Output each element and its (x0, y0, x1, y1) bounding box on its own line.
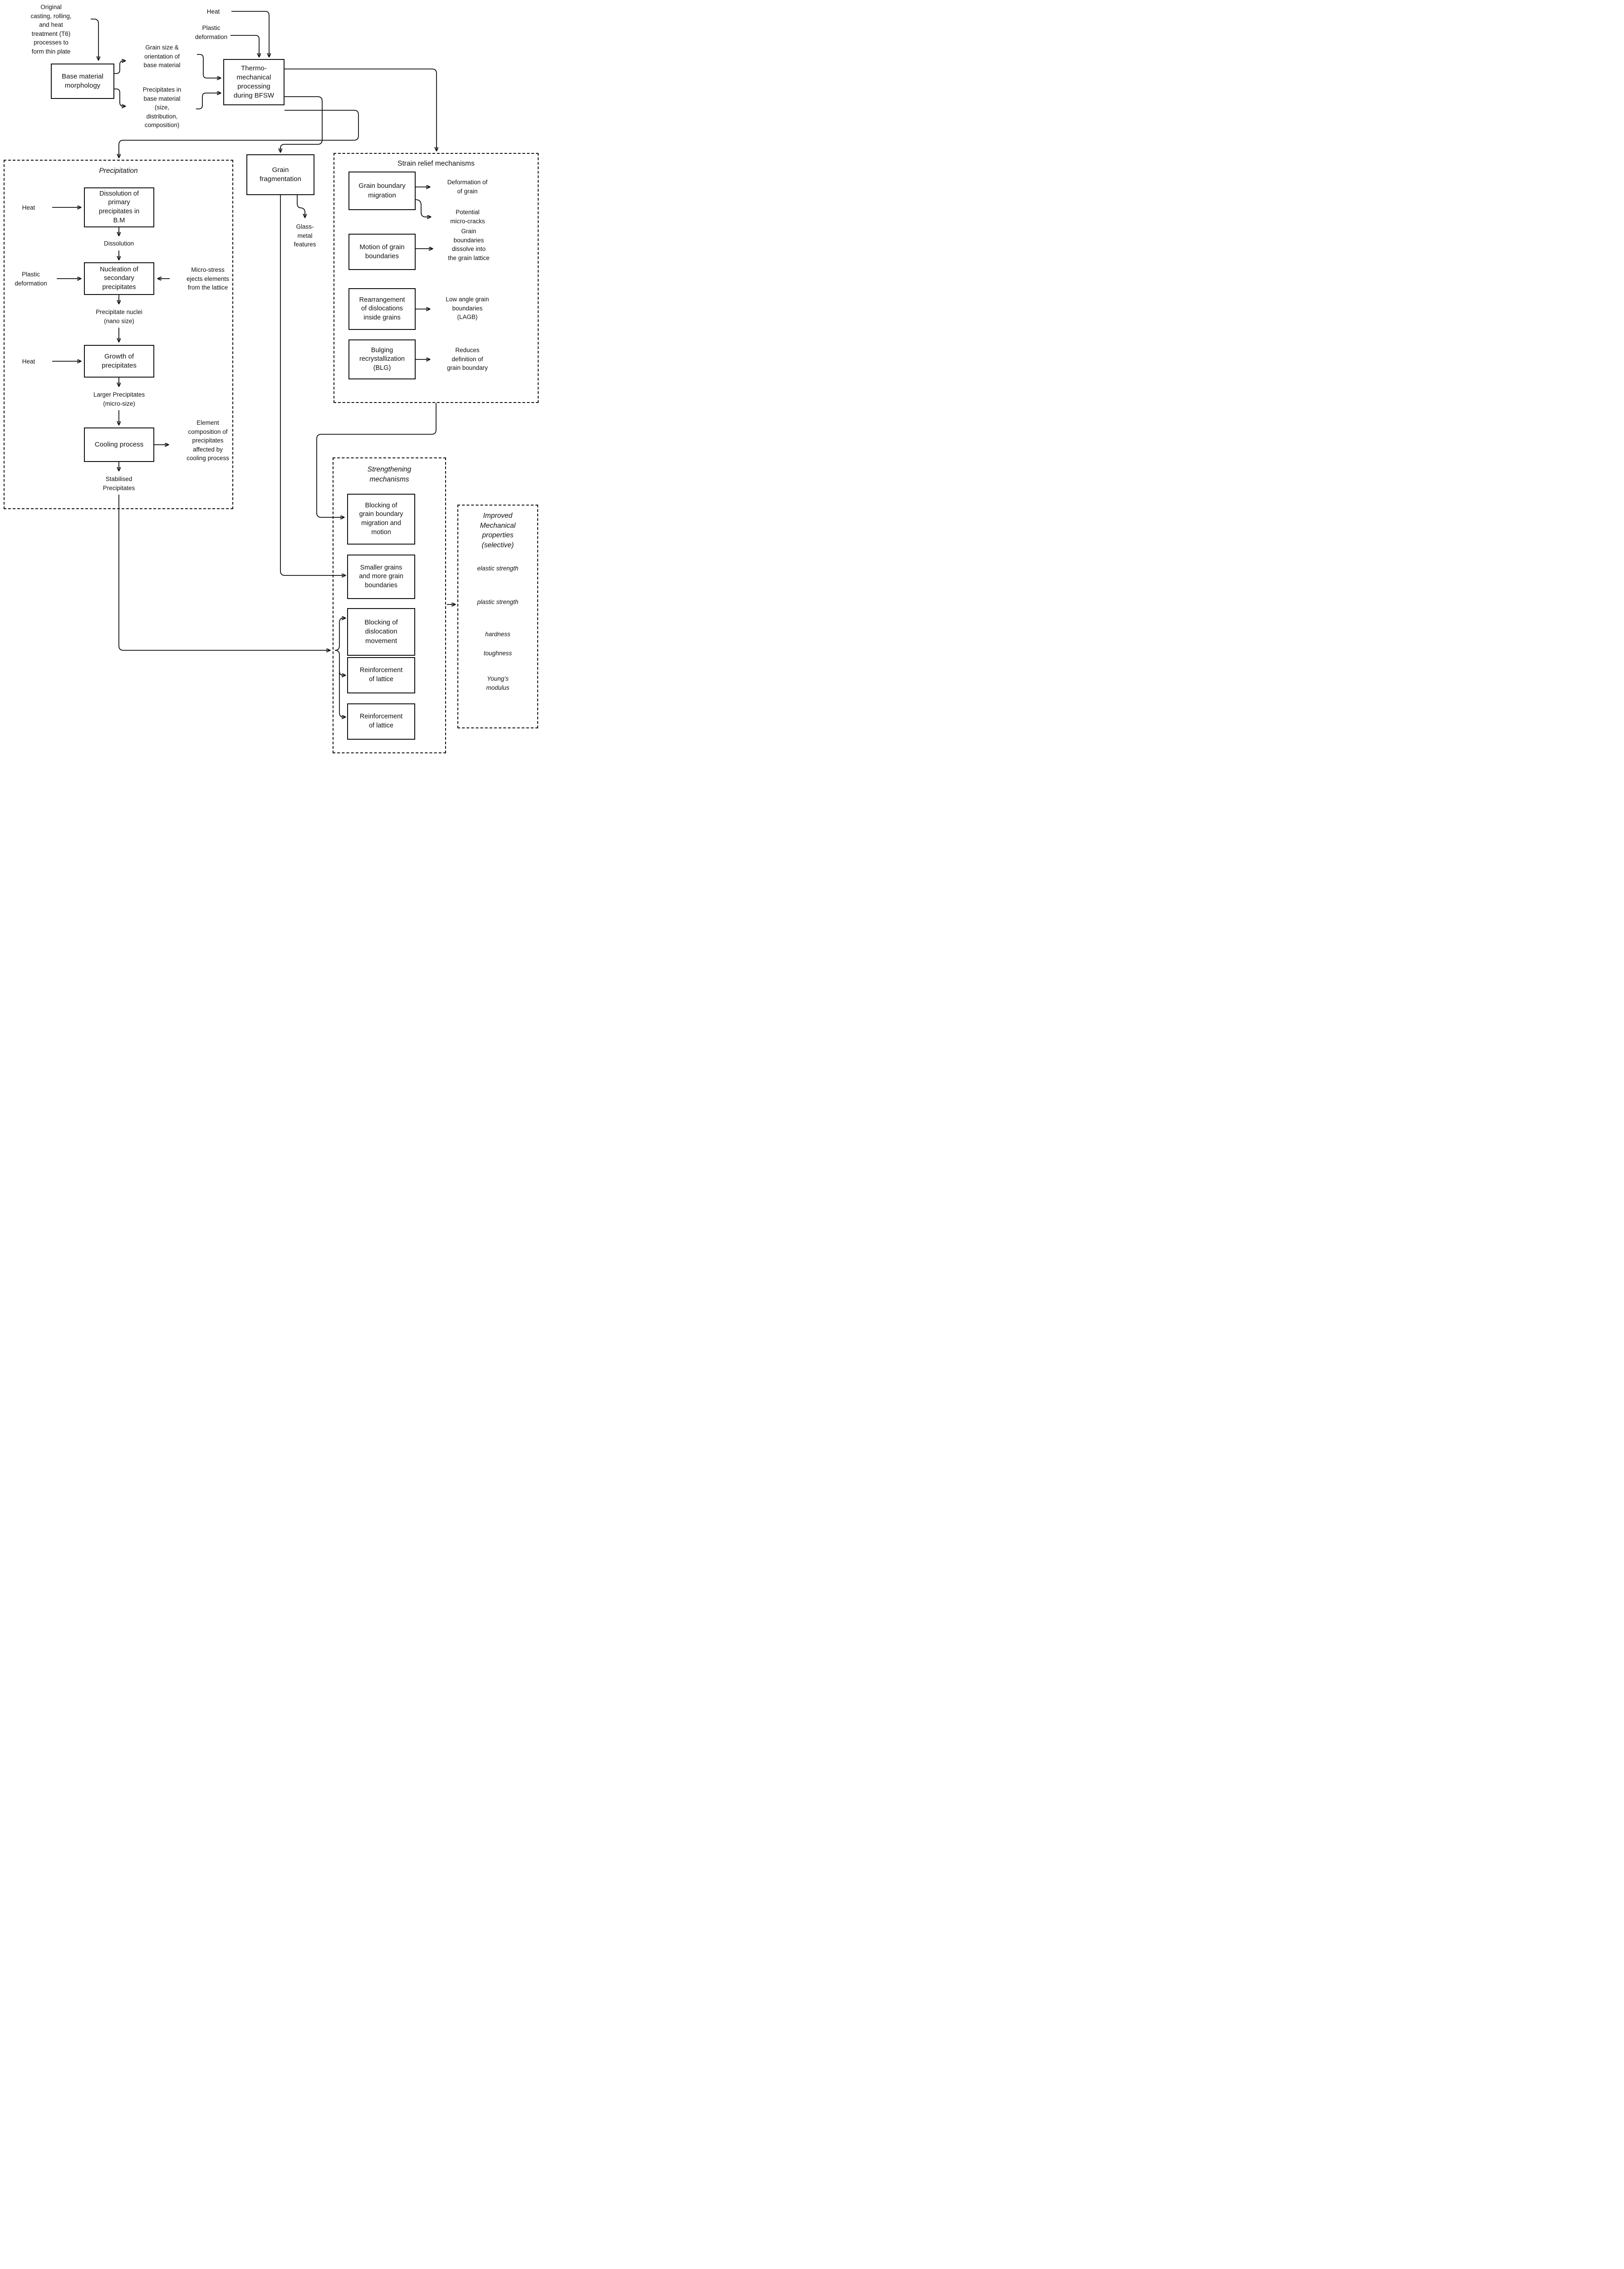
stabilised-precipitates-label: Stabilised Precipitates (103, 476, 135, 491)
larger-precipitates-label: Larger Precipitates (micro-size) (93, 391, 145, 407)
grain-boundary-migration-box: Grain boundary migration (348, 172, 416, 210)
reinforcement-lattice-box-2: Reinforcement of lattice (347, 703, 415, 740)
plastic-deformation-label: Plastic deformation (15, 271, 47, 287)
precipitates-note: Precipitates in base material (size, dis… (142, 86, 182, 129)
property-plastic: plastic strength (477, 599, 519, 605)
flowchart-canvas: Original casting, rolling, and heat trea… (0, 0, 541, 759)
nucleation-box: Nucleation of secondary precipitates (84, 262, 154, 295)
property-toughness: toughness (483, 650, 512, 657)
strain-relief-title: Strain relief mechanisms (397, 160, 475, 167)
glass-metal-note: Glass- metal features (294, 223, 316, 248)
deformation-of-grain-note: Deformation of of grain (447, 179, 488, 195)
original-process-note: Original casting, rolling, and heat trea… (30, 4, 72, 55)
grain-size-note: Grain size & orientation of base materia… (143, 44, 181, 69)
precipitation-title: Precipitation (99, 167, 138, 175)
micro-stress-note: Micro-stress ejects elements from the la… (186, 266, 229, 291)
base-material-morphology-box: Base material morphology (51, 64, 114, 99)
dissolution-label: Dissolution (103, 240, 134, 247)
plastic-deformation-input-label: Plastic deformation (195, 25, 228, 40)
property-hardness: hardness (485, 631, 510, 638)
improved-properties-title: Improved Mechanical properties (selectiv… (480, 512, 516, 550)
dissolution-box: Dissolution of primary precipitates in B… (84, 187, 154, 227)
wire-stabilised-long (118, 495, 330, 650)
wire-base-to-grainsize (114, 61, 125, 74)
blocking-dislocation-box: Blocking of dislocation movement (347, 608, 415, 656)
strain-relief-region (334, 153, 539, 403)
rearrangement-dislocations-box: Rearrangement of dislocations inside gra… (348, 288, 416, 330)
growth-box: Growth of precipitates (84, 345, 154, 378)
lagb-note: Low angle grain boundaries (LAGB) (446, 296, 489, 321)
heat-input-label: Heat (206, 8, 220, 15)
wire-grainsize-to-thermo (197, 54, 221, 78)
strengthening-title: Strengthening mechanisms (367, 466, 412, 483)
wire-heat-to-thermo (231, 11, 269, 57)
cooling-box: Cooling process (84, 427, 154, 462)
heat-label-1: Heat (22, 204, 35, 211)
property-youngs: Young’s modulus (486, 675, 510, 691)
improved-properties-region (457, 505, 538, 728)
reduces-definition-note: Reduces definition of grain boundary (446, 347, 488, 372)
wire-thermo-to-strain (285, 69, 437, 151)
strengthening-region (333, 457, 446, 753)
bulging-recrystallization-box: Bulging recrystallization (BLG) (348, 339, 416, 379)
motion-grain-boundaries-box: Motion of grain boundaries (348, 234, 416, 270)
wire-plastic-to-thermo (231, 35, 259, 57)
element-composition-note: Element composition of precipitates affe… (186, 419, 229, 462)
blocking-gb-migration-box: Blocking of grain boundary migration and… (347, 494, 415, 545)
heat-label-2: Heat (22, 358, 35, 365)
wire-thermo-to-fragmentation (280, 96, 323, 152)
property-elastic: elastic strength (477, 565, 519, 572)
boundaries-dissolve-note: Grain boundaries dissolve into the grain… (448, 228, 490, 261)
reinforcement-lattice-box-1: Reinforcement of lattice (347, 657, 415, 693)
wire-precipitates-to-thermo (196, 93, 221, 109)
wire-origin-to-base (91, 19, 98, 60)
wire-frag-to-glass (297, 195, 305, 217)
precipitate-nuclei-label: Precipitate nuclei (nano size) (96, 309, 142, 324)
potential-micro-cracks-note: Potential micro-cracks (450, 209, 485, 225)
wire-base-to-precipitates (114, 88, 125, 106)
grain-fragmentation-box: Grain fragmentation (246, 154, 314, 195)
smaller-grains-box: Smaller grains and more grain boundaries (347, 555, 415, 599)
thermo-mechanical-box: Thermo- mechanical processing during BFS… (223, 59, 285, 105)
precipitation-region (4, 160, 233, 509)
